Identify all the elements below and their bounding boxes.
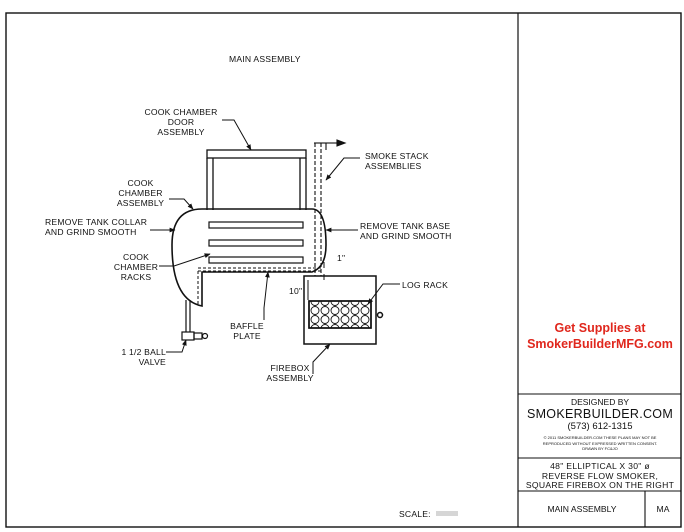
dimension-lines	[307, 262, 325, 300]
sheet-name: MAIN ASSEMBLY	[547, 504, 617, 514]
drawing-title: MAIN ASSEMBLY	[229, 54, 301, 64]
leader-lines	[150, 119, 400, 374]
promo-line: Get Supplies at	[554, 321, 646, 335]
label-cook-chamber-racks: COOK CHAMBER RACKS	[113, 252, 159, 282]
copyright-notice: © 2011 SMOKERBUILDER.COM THESE PLANS MAY…	[542, 435, 658, 451]
label-cook-chamber-assembly: COOK CHAMBER ASSEMBLY	[116, 178, 165, 208]
designer-block: DESIGNED BY SMOKERBUILDER.COM (573) 612-…	[519, 397, 681, 452]
designed-by-label: DESIGNED BY	[570, 397, 630, 407]
company-name: SMOKERBUILDER.COM	[526, 407, 674, 421]
dimension-1in: 1"	[337, 253, 346, 263]
scale-value	[436, 511, 458, 516]
label-remove-tank-collar: REMOVE TANK COLLAR AND GRIND SMOOTH	[45, 217, 148, 237]
company-phone: (573) 612-1315	[567, 421, 633, 432]
label-cook-chamber-door: COOK CHAMBER DOOR ASSEMBLY	[144, 107, 218, 137]
label-ball-valve: 1 1/2 BALL VALVE	[121, 347, 166, 367]
sheet-border	[5, 12, 682, 528]
firebox	[303, 275, 384, 345]
scale-label: SCALE:	[399, 509, 431, 519]
label-log-rack: LOG RACK	[402, 280, 449, 290]
smoke-stack	[314, 139, 347, 276]
promo-link[interactable]: SmokerBuilderMFG.com	[527, 337, 673, 351]
drawing-description: 48" ELLIPTICAL X 30" ø REVERSE FLOW SMOK…	[525, 461, 675, 490]
cook-chamber-racks	[208, 221, 304, 264]
supplies-promo: Get Supplies at SmokerBuilderMFG.com	[519, 320, 681, 352]
ball-valve	[181, 300, 209, 341]
label-baffle-plate: BAFFLE PLATE	[230, 321, 264, 341]
label-firebox-assembly: FIREBOX ASSEMBLY	[266, 363, 314, 383]
title-block-grid	[518, 393, 681, 527]
sheet-code: MA	[656, 504, 670, 514]
dimension-10in: 10"	[289, 286, 303, 296]
label-remove-tank-base: REMOVE TANK BASE AND GRIND SMOOTH	[360, 221, 452, 241]
cook-chamber-door-frame	[206, 149, 307, 210]
baffle-plate	[197, 267, 322, 304]
label-smoke-stack: SMOKE STACK ASSEMBLIES	[365, 151, 429, 171]
